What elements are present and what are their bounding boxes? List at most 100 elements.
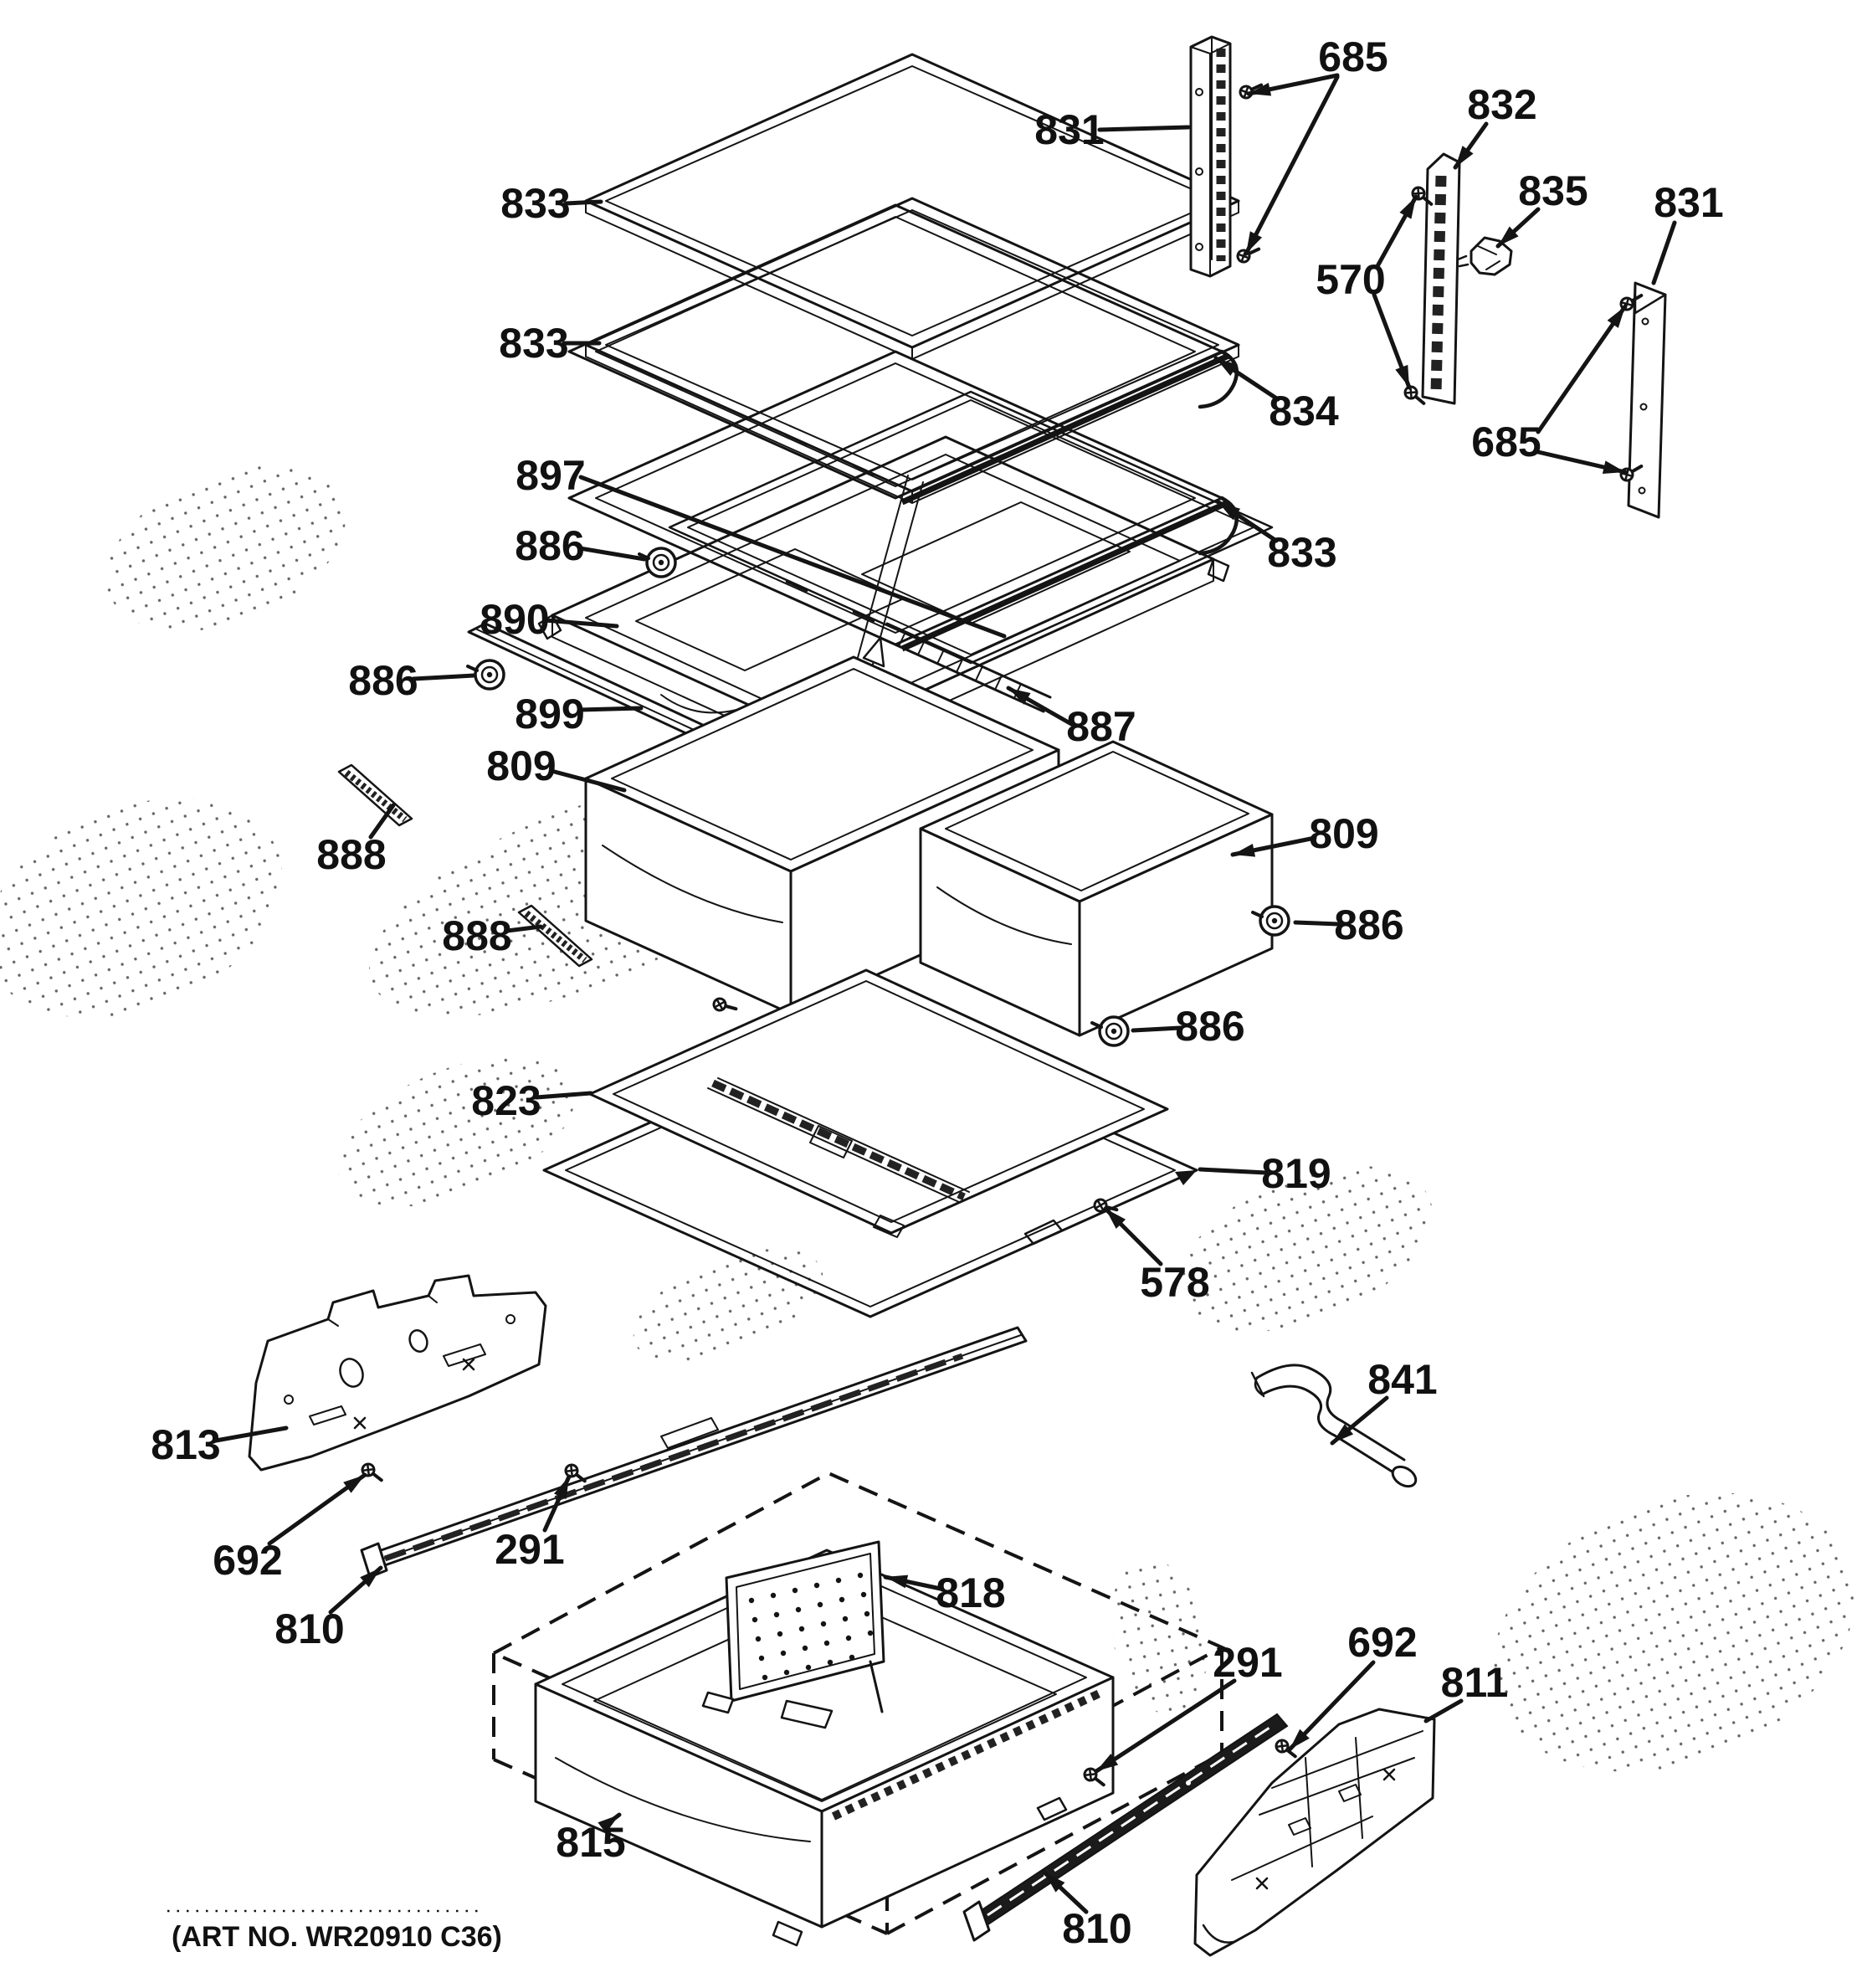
part-cover-panel-823 xyxy=(588,968,1169,1238)
part-label-823: 823 xyxy=(471,1077,541,1124)
part-label-833-top-2: 833 xyxy=(499,320,568,367)
leader-arrowhead xyxy=(1399,197,1416,219)
leader-line xyxy=(1536,304,1628,434)
leader-arrowhead xyxy=(1216,358,1239,377)
leader-arrowhead xyxy=(1498,226,1519,246)
part-label-818: 818 xyxy=(936,1569,1005,1616)
leader-arrowhead xyxy=(1044,1872,1065,1893)
part-label-813: 813 xyxy=(151,1421,220,1468)
part-divider-plate-818 xyxy=(701,1540,885,1729)
leader-line xyxy=(1198,1167,1269,1175)
leader-line xyxy=(534,1091,593,1100)
leader-arrowhead xyxy=(1455,146,1474,167)
roller-wheel-icon xyxy=(466,659,505,691)
leader-line xyxy=(411,673,476,681)
part-glass-shelf-833-lower xyxy=(584,197,1240,504)
leader-arrowhead xyxy=(1249,82,1272,96)
leader-arrowhead xyxy=(1607,306,1625,328)
leader-arrowhead xyxy=(1233,843,1256,857)
leader-line xyxy=(368,803,396,840)
part-trim-strip-888-lower xyxy=(517,904,593,968)
leader-line xyxy=(213,1426,289,1443)
part-label-886-3: 886 xyxy=(1334,902,1403,948)
leader-arrowhead xyxy=(360,1568,381,1588)
leader-line xyxy=(1651,220,1677,285)
part-label-890: 890 xyxy=(480,596,549,643)
leader-line xyxy=(1131,1025,1182,1033)
leader-line-layer xyxy=(213,73,1677,1914)
leader-arrowhead xyxy=(1008,688,1031,705)
leader-line xyxy=(542,618,619,629)
part-label-685-top: 685 xyxy=(1318,33,1388,80)
footer: (ART NO. WR20910 C36) xyxy=(167,1909,502,1953)
leader-arrowhead xyxy=(885,1574,909,1589)
part-label-886-1: 886 xyxy=(515,522,584,569)
part-label-570: 570 xyxy=(1316,256,1385,303)
part-label-833-top-1: 833 xyxy=(500,180,570,227)
leader-line xyxy=(1244,74,1340,256)
leader-arrowhead xyxy=(1290,1729,1310,1749)
leader-arrowhead xyxy=(553,1477,569,1499)
part-label-832: 832 xyxy=(1467,81,1536,128)
part-drawer-bin-809-right xyxy=(919,740,1274,1037)
part-label-291-right: 291 xyxy=(1213,1639,1282,1686)
halftone-texture xyxy=(0,465,1855,1772)
leader-line xyxy=(563,199,603,206)
part-label-692-left: 692 xyxy=(213,1537,282,1584)
screw-icon xyxy=(1083,1767,1105,1787)
part-label-887: 887 xyxy=(1066,703,1136,750)
part-fill-tube-841 xyxy=(1250,1364,1418,1488)
part-label-888-1: 888 xyxy=(316,831,386,878)
screw-icon xyxy=(712,997,738,1012)
leader-line xyxy=(577,706,644,712)
leader-arrowhead xyxy=(1096,1754,1119,1771)
leader-arrowhead xyxy=(598,1815,619,1833)
part-label-833-right: 833 xyxy=(1267,529,1336,576)
roller-layer xyxy=(466,547,1290,1047)
leader-line xyxy=(1293,920,1341,927)
screw-icon xyxy=(1619,465,1644,482)
part-bracket-clip-835 xyxy=(1456,236,1513,276)
screw-icon xyxy=(1275,1739,1297,1759)
part-label-841: 841 xyxy=(1367,1356,1437,1403)
part-label-685-right: 685 xyxy=(1471,419,1541,465)
part-glass-shelf-833-upper xyxy=(584,53,1240,360)
leader-line xyxy=(1423,1698,1464,1723)
part-end-bracket-811 xyxy=(1193,1708,1436,1957)
roller-wheel-icon xyxy=(638,547,677,578)
part-label-815: 815 xyxy=(556,1819,625,1866)
part-label-831-right: 831 xyxy=(1654,179,1723,226)
part-label-899: 899 xyxy=(515,691,584,737)
part-label-888-2: 888 xyxy=(442,912,511,959)
divider-perforations xyxy=(748,1572,874,1681)
part-label-897: 897 xyxy=(516,452,585,499)
part-label-831-left: 831 xyxy=(1034,106,1104,153)
leader-arrowhead xyxy=(1218,502,1241,521)
part-slide-rail-810-right xyxy=(962,1713,1289,1942)
leader-arrowhead xyxy=(1602,460,1625,474)
part-label-819: 819 xyxy=(1261,1150,1331,1197)
part-label-810-left: 810 xyxy=(274,1605,344,1652)
part-label-291-left: 291 xyxy=(495,1526,564,1573)
leader-line xyxy=(577,546,647,562)
part-label-578: 578 xyxy=(1140,1259,1209,1306)
part-shelf-frame-833-right xyxy=(567,350,1239,652)
part-rail-832 xyxy=(1421,152,1461,405)
part-label-692-right: 692 xyxy=(1347,1619,1417,1666)
leader-arrowhead xyxy=(1105,1209,1126,1230)
part-label-835: 835 xyxy=(1518,167,1588,214)
part-trim-strip-888-upper xyxy=(337,763,413,827)
part-label-809-left: 809 xyxy=(486,742,556,789)
leader-arrowhead xyxy=(1395,364,1409,388)
part-label-886-4: 886 xyxy=(1175,1003,1244,1050)
leader-line xyxy=(1097,125,1191,132)
part-end-bracket-813 xyxy=(248,1274,547,1472)
part-rail-831-left xyxy=(1189,35,1232,278)
leader-line xyxy=(549,768,627,793)
leader-arrowhead xyxy=(343,1475,365,1493)
leader-line xyxy=(1094,1678,1237,1774)
part-label-886-2: 886 xyxy=(348,657,418,704)
